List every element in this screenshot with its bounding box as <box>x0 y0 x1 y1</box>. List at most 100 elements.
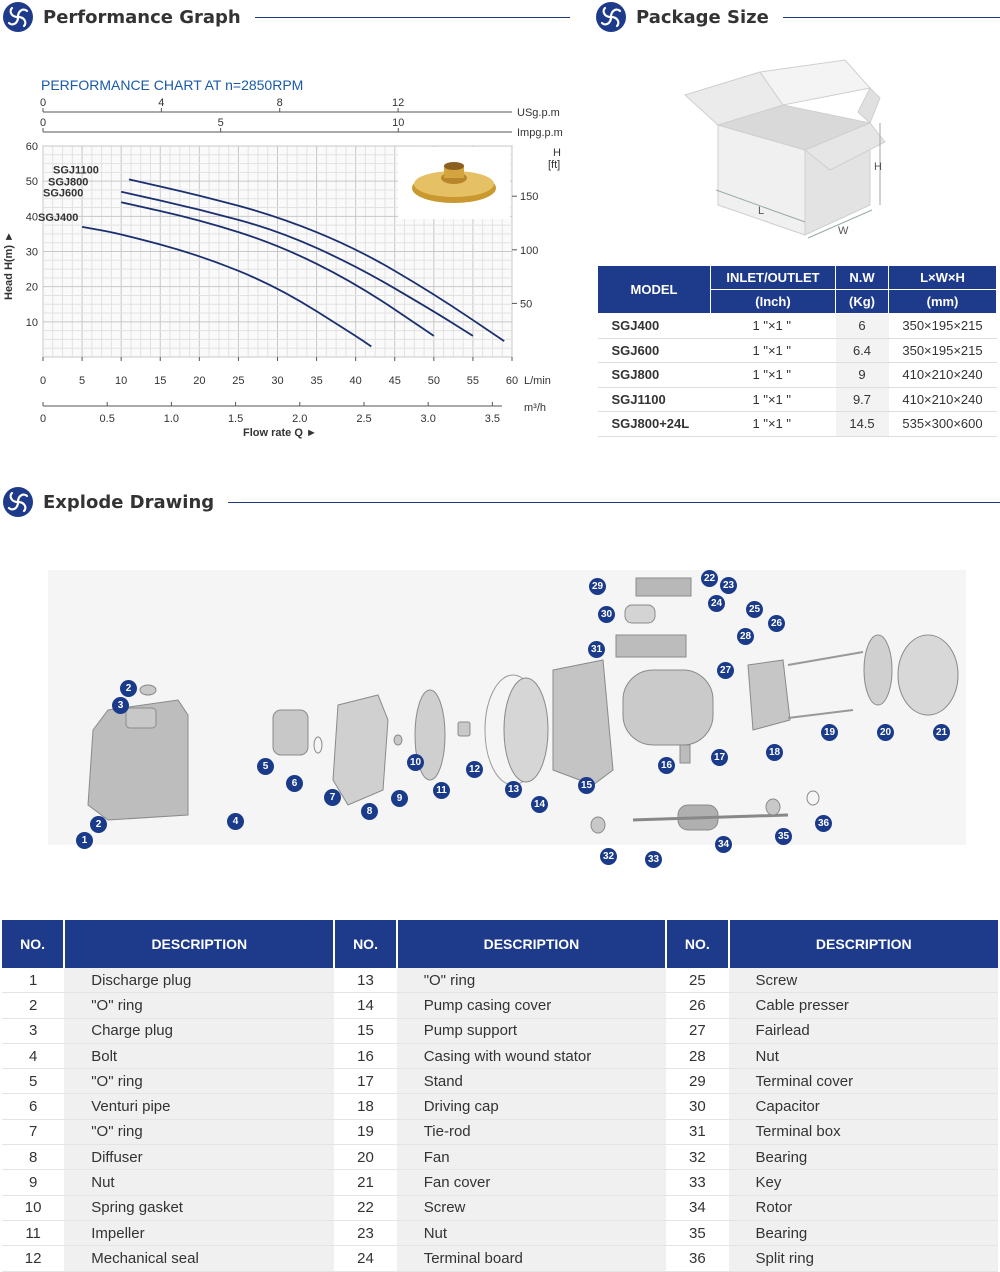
part-callout: 13 <box>505 781 522 798</box>
inlet-cell: 1 "×1 " <box>710 338 836 363</box>
part-callout: 36 <box>815 815 832 832</box>
part-description: Driving cap <box>396 1093 667 1120</box>
m3h-label: m³/h <box>524 402 546 414</box>
inlet-cell: 1 "×1 " <box>710 387 836 412</box>
part-callout: 20 <box>877 724 894 741</box>
impgpm-tick-label: 5 <box>218 117 224 129</box>
x-tick-label: 50 <box>428 375 440 387</box>
m3h-tick-label: 0 <box>40 413 46 425</box>
part-number: 12 <box>2 1245 65 1272</box>
part-number: 16 <box>334 1043 397 1070</box>
header-lwh: L×W×H <box>888 265 997 290</box>
y-tick-label: 20 <box>26 282 38 294</box>
x-tick-label: 55 <box>467 375 479 387</box>
table-row: SGJ400 1 "×1 " 6 350×195×215 <box>597 313 997 339</box>
size-cell: 410×210×240 <box>888 362 997 388</box>
model-cell: SGJ1100 <box>597 387 711 412</box>
package-size-title: Package Size <box>636 6 769 28</box>
feet-tick-label: 100 <box>520 245 538 257</box>
part-callout: 7 <box>324 789 341 806</box>
part-callout: 29 <box>589 578 606 595</box>
feet-tick-label: 150 <box>520 191 538 203</box>
package-size-table: MODEL INLET/OUTLET N.W L×W×H (Inch) (Kg)… <box>597 265 997 437</box>
table-row: SGJ800+24L 1 "×1 " 14.5 535×300×600 <box>597 411 997 437</box>
part-callout: 1 <box>76 832 93 849</box>
part-callout: 21 <box>933 724 950 741</box>
part-description: Nut <box>728 1043 998 1070</box>
part-callout: 10 <box>407 754 424 771</box>
part-description: Cable presser <box>728 992 998 1019</box>
size-cell: 350×195×215 <box>888 338 997 363</box>
series-curve <box>120 201 435 337</box>
part-description: Key <box>728 1169 998 1196</box>
series-curve <box>120 190 474 337</box>
part-description: Bearing <box>728 1220 998 1247</box>
heading-rule <box>254 16 570 18</box>
impgpm-tick-label: 0 <box>40 117 46 129</box>
brand-logo-icon <box>3 487 33 517</box>
feet-label: H <box>553 147 561 159</box>
x-tick-label: 60 <box>506 375 518 387</box>
part-description: Discharge plug <box>64 968 335 994</box>
table-row: SGJ600 1 "×1 " 6.4 350×195×215 <box>597 338 997 363</box>
part-description: "O" ring <box>64 992 335 1019</box>
part-callout: 23 <box>720 577 737 594</box>
x-tick-label: 15 <box>154 375 166 387</box>
y-tick-label: 30 <box>26 247 38 259</box>
nw-cell: 9 <box>835 362 889 388</box>
chart-title: PERFORMANCE CHART AT n=2850RPM <box>41 77 303 93</box>
part-callout: 19 <box>821 724 838 741</box>
part-description: Nut <box>64 1169 335 1196</box>
part-description: Mechanical seal <box>64 1245 335 1272</box>
size-cell: 535×300×600 <box>888 411 997 437</box>
model-cell: SGJ800+24L <box>597 411 711 437</box>
impeller-photo <box>398 147 510 219</box>
usgpm-tick-label: 12 <box>392 97 404 109</box>
part-description: "O" ring <box>64 1068 335 1095</box>
usgpm-tick-label: 0 <box>40 97 46 109</box>
x-tick-label: 45 <box>389 375 401 387</box>
part-callout: 12 <box>466 761 483 778</box>
nw-cell: 6.4 <box>835 338 889 363</box>
header-no: NO. <box>334 920 398 968</box>
part-callout: 4 <box>227 813 244 830</box>
part-callout: 24 <box>708 595 725 612</box>
header-nw-unit: (Kg) <box>835 289 889 314</box>
part-description: Casing with wound stator <box>396 1043 667 1070</box>
series-label: SGJ800 <box>48 177 88 189</box>
header-model: MODEL <box>597 265 711 314</box>
part-number: 3 <box>2 1018 65 1044</box>
part-number: 34 <box>666 1195 729 1221</box>
box-height-label: H <box>874 161 882 173</box>
part-description: "O" ring <box>64 1119 335 1146</box>
brand-logo-icon <box>596 2 626 32</box>
part-number: 26 <box>666 992 729 1019</box>
inlet-cell: 1 "×1 " <box>710 313 836 339</box>
part-callout: 28 <box>737 628 754 645</box>
part-number: 24 <box>334 1245 397 1272</box>
part-number: 31 <box>666 1119 729 1146</box>
part-callout: 2 <box>120 680 137 697</box>
part-description: Terminal cover <box>728 1068 998 1095</box>
part-number: 32 <box>666 1144 729 1171</box>
brand-logo-icon <box>3 2 33 32</box>
part-callout: 27 <box>717 662 734 679</box>
y-tick-label: 40 <box>26 211 38 223</box>
part-number: 15 <box>334 1018 397 1044</box>
part-callout: 5 <box>257 758 274 775</box>
part-number: 20 <box>334 1144 397 1171</box>
m3h-tick-label: 3.5 <box>485 413 500 425</box>
x-tick-label: 20 <box>193 375 205 387</box>
part-number: 25 <box>666 968 729 994</box>
feet-unit: [ft] <box>548 159 560 171</box>
header-inlet-outlet: INLET/OUTLET <box>710 265 836 290</box>
impgpm-tick-label: 10 <box>392 117 404 129</box>
header-description: DESCRIPTION <box>64 920 336 968</box>
